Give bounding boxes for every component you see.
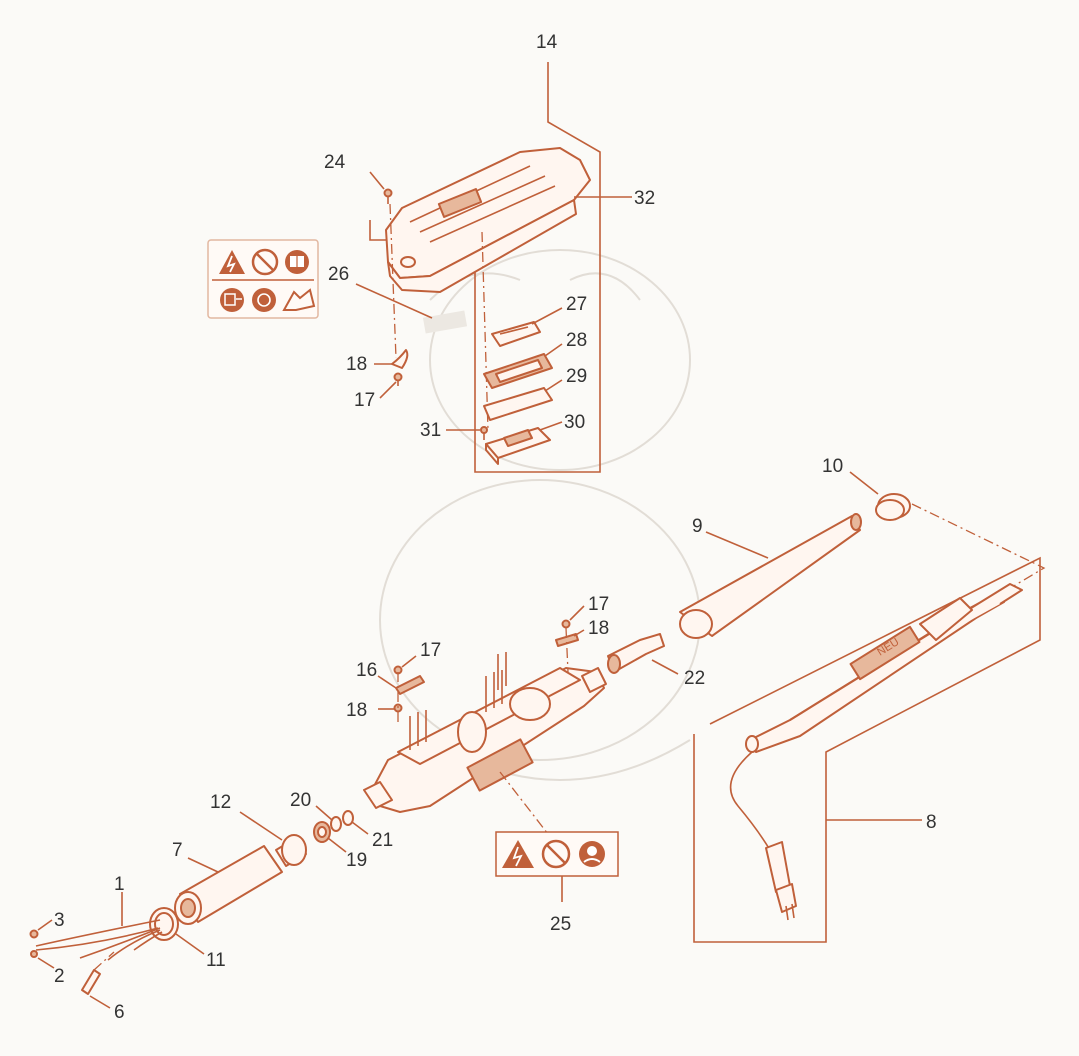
part-12-ring	[275, 834, 307, 867]
callout-labels: 14 24 32 26 27 28 18 29 17 30 31 10 9 17…	[54, 32, 937, 1023]
callout-19: 19	[346, 850, 367, 871]
callout-18-right: 18	[588, 618, 609, 639]
part-1-cable-wires	[35, 919, 163, 961]
callout-17-right: 17	[588, 594, 609, 615]
callout-22: 22	[684, 668, 705, 689]
callout-3: 3	[54, 910, 65, 931]
callout-1: 1	[114, 874, 125, 895]
callout-17-left: 17	[420, 640, 441, 661]
callout-6: 6	[114, 1002, 125, 1023]
read-manual-icon	[285, 250, 309, 274]
callout-8: 8	[926, 812, 937, 833]
part-17-screw-right	[561, 619, 571, 629]
callout-16: 16	[356, 660, 377, 681]
warning-electric-icon	[502, 840, 534, 868]
no-water-icon	[251, 248, 279, 276]
hand-caution-icon	[282, 288, 316, 311]
part-7-sleeve-tube	[174, 845, 283, 925]
part-3-terminal	[29, 929, 39, 939]
callout-12: 12	[210, 792, 231, 813]
callout-18-top: 18	[346, 354, 367, 375]
callout-9: 9	[692, 516, 703, 537]
part-25-warning-sticker	[495, 831, 619, 877]
protective-gloves-icon	[252, 288, 276, 312]
warning-electric-icon	[219, 250, 245, 274]
part-18-clip-right	[555, 633, 579, 647]
callout-29: 29	[566, 366, 587, 387]
main-housing-assembly	[363, 652, 607, 813]
part-21-o-ring	[342, 810, 354, 826]
part-2-terminal	[30, 950, 38, 958]
part-22-cable-gland	[607, 633, 665, 674]
part-10-ring	[875, 493, 911, 521]
callout-2: 2	[54, 966, 65, 987]
part-19-nut	[313, 821, 331, 843]
part-31-screw	[480, 426, 488, 440]
callout-26: 26	[328, 264, 349, 285]
callout-18-left: 18	[346, 700, 367, 721]
callout-7: 7	[172, 840, 183, 861]
part-29-gasket	[483, 387, 553, 421]
callout-31: 31	[420, 420, 441, 441]
part-20-washer	[330, 816, 342, 832]
callout-17-top: 17	[354, 390, 375, 411]
top-assembly	[207, 62, 632, 473]
part-6-end-sleeve	[81, 969, 101, 995]
no-water-icon	[541, 839, 571, 869]
part-18-cable-clip	[391, 349, 409, 369]
callout-30: 30	[564, 412, 585, 433]
part-27-seal	[491, 321, 541, 347]
part-26-label-patch	[422, 310, 468, 334]
part-16-cable-clamp	[395, 675, 425, 695]
part-11-ring	[149, 907, 179, 941]
part-17-screw	[393, 372, 403, 386]
callout-10: 10	[822, 456, 843, 477]
part-32-housing-cover	[385, 147, 591, 293]
protective-gear-icon	[579, 841, 605, 867]
part-9-handle-tube	[679, 513, 862, 639]
part-8-handle-assembly: NEU	[729, 583, 1023, 921]
callout-25: 25	[550, 914, 571, 935]
unplug-icon	[220, 288, 244, 312]
part-28-frame	[483, 353, 553, 389]
callout-21: 21	[372, 830, 393, 851]
callout-27: 27	[566, 294, 587, 315]
callout-32: 32	[634, 188, 655, 209]
part-24-screw	[383, 188, 393, 204]
callout-20: 20	[290, 790, 311, 811]
background-watermark	[379, 249, 701, 781]
callout-28: 28	[566, 330, 587, 351]
part-26-warning-sticker	[207, 239, 319, 319]
part-30-switch	[485, 427, 551, 465]
callout-11: 11	[206, 950, 226, 971]
callout-24: 24	[324, 152, 346, 173]
callout-14: 14	[536, 32, 558, 53]
